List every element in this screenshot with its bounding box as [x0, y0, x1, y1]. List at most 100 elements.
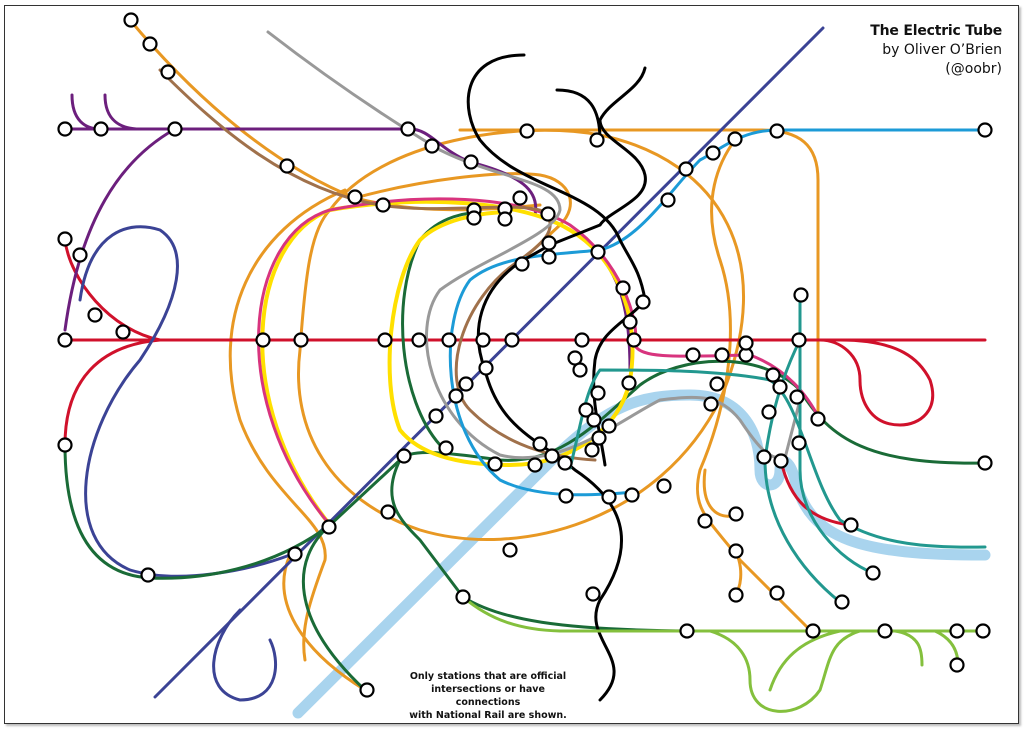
- line-piccadilly-west: [78, 225, 292, 578]
- station-marker: [791, 332, 807, 348]
- line-central-west: [63, 238, 162, 447]
- station-marker: [167, 121, 183, 137]
- station-marker: [703, 396, 719, 412]
- station-marker: [504, 332, 520, 348]
- line-overground-south: [282, 553, 367, 692]
- station-marker: [590, 244, 606, 260]
- line-metropolitan-west: [63, 127, 177, 332]
- line-jubilee: [266, 30, 802, 460]
- line-dlr-north: [798, 293, 875, 575]
- station-marker: [590, 385, 606, 401]
- line-overground-inner: [353, 172, 572, 264]
- station-marker: [761, 404, 777, 420]
- station-marker: [519, 123, 535, 139]
- map-handle: (@oobr): [945, 61, 1002, 77]
- station-marker: [321, 519, 337, 535]
- station-marker: [347, 189, 363, 205]
- station-marker: [621, 375, 637, 391]
- station-marker: [574, 332, 590, 348]
- line-piccadilly-loop: [212, 608, 277, 702]
- station-marker: [624, 487, 640, 503]
- station-marker: [512, 190, 528, 206]
- line-overground-outer-left: [228, 188, 347, 662]
- station-marker: [622, 314, 638, 330]
- station-marker: [738, 335, 754, 351]
- station-marker: [810, 411, 826, 427]
- station-marker: [949, 657, 965, 673]
- station-marker: [805, 623, 821, 639]
- station-marker: [57, 231, 73, 247]
- station-marker: [557, 455, 573, 471]
- station-marker: [255, 332, 271, 348]
- station-marker: [400, 121, 416, 137]
- station-marker: [572, 362, 588, 378]
- station-marker: [544, 448, 560, 464]
- station-marker: [57, 332, 73, 348]
- station-marker: [977, 122, 993, 138]
- station-marker: [359, 682, 375, 698]
- station-marker: [380, 504, 396, 520]
- station-marker: [527, 457, 543, 473]
- station-marker: [834, 594, 850, 610]
- station-marker: [541, 249, 557, 265]
- station-marker: [142, 36, 158, 52]
- station-marker: [635, 294, 651, 310]
- station-marker: [72, 247, 88, 263]
- station-marker: [589, 132, 605, 148]
- station-marker: [697, 513, 713, 529]
- station-marker: [975, 623, 991, 639]
- station-marker: [478, 360, 494, 376]
- station-marker: [558, 488, 574, 504]
- station-marker: [679, 623, 695, 639]
- station-marker: [601, 418, 617, 434]
- station-marker: [756, 449, 772, 465]
- station-marker: [601, 489, 617, 505]
- station-marker: [448, 388, 464, 404]
- station-marker: [586, 412, 602, 428]
- station-marker: [585, 586, 601, 602]
- station-marker: [685, 347, 701, 363]
- title-block: The Electric Tube by Oliver O’Brien (@oo…: [870, 22, 1002, 79]
- station-marker: [532, 436, 548, 452]
- station-marker: [160, 64, 176, 80]
- station-marker: [514, 256, 530, 272]
- station-marker: [765, 367, 781, 383]
- station-marker: [475, 332, 491, 348]
- station-marker: [615, 280, 631, 296]
- station-marker: [843, 517, 859, 533]
- station-marker: [115, 324, 131, 340]
- station-marker: [438, 440, 454, 456]
- station-marker: [87, 307, 103, 323]
- station-marker: [977, 455, 993, 471]
- footnote-line-3: with National Rail are shown.: [409, 710, 567, 721]
- station-marker: [123, 12, 139, 28]
- footnote: Only stations that are official intersec…: [398, 670, 578, 722]
- station-marker: [287, 546, 303, 562]
- map-title: The Electric Tube: [870, 23, 1002, 39]
- station-marker: [584, 442, 600, 458]
- station-marker: [497, 211, 513, 227]
- station-marker: [591, 430, 607, 446]
- station-marker: [455, 589, 471, 605]
- line-tramlink: [461, 595, 987, 633]
- station-marker: [865, 565, 881, 581]
- line-district-south: [390, 458, 692, 633]
- line-central-east-branch: [779, 459, 852, 527]
- line-district-upper: [401, 211, 482, 447]
- station-marker: [375, 197, 391, 213]
- station-marker: [728, 506, 744, 522]
- line-northern-top2: [477, 66, 647, 702]
- station-marker: [705, 145, 721, 161]
- station-marker: [293, 332, 309, 348]
- station-marker: [428, 408, 444, 424]
- station-marker: [656, 478, 672, 494]
- line-district-main: [398, 359, 987, 465]
- footnote-line-1: Only stations that are official: [409, 671, 567, 682]
- line-victoria: [448, 128, 987, 497]
- line-district-west: [63, 443, 402, 580]
- stations-layer: [57, 12, 993, 698]
- station-marker: [728, 587, 744, 603]
- station-marker: [487, 456, 503, 472]
- station-marker: [458, 376, 474, 392]
